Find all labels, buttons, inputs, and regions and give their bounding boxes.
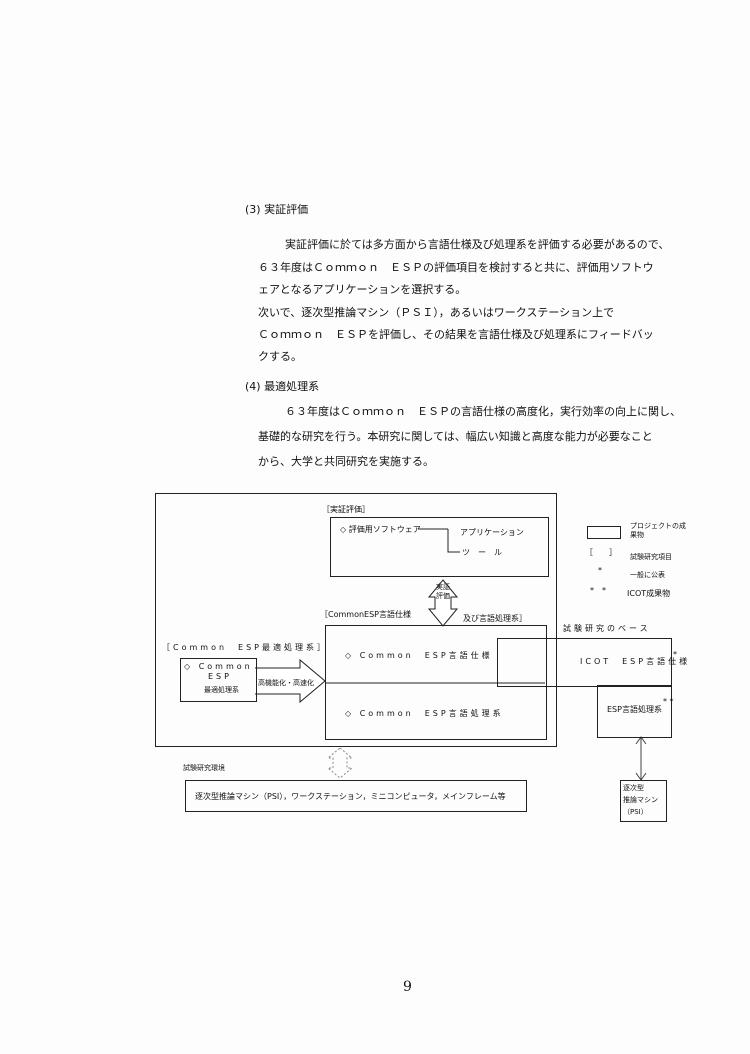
esp-proc: ESP言語処理系: [607, 705, 662, 714]
double-arrow-icon: [427, 579, 459, 627]
page-number: 9: [403, 979, 412, 995]
legend-text: 一般に公表: [630, 571, 665, 579]
env-label: 試験研究環境: [183, 764, 225, 772]
opt-box-line: ESP: [208, 672, 232, 681]
section3-heading: (3) 実証評価: [245, 203, 309, 216]
psi-line: 推論マシン: [623, 796, 658, 804]
env-box: [185, 780, 527, 812]
legend-text: ICOT成果物: [627, 589, 671, 598]
psi-box: [620, 780, 667, 822]
opt-box-line: 最適処理系: [204, 686, 239, 694]
psi-line: 逐次型: [623, 784, 644, 792]
icot-spec-box: [497, 638, 672, 687]
vertical-arrow-icon: [635, 736, 647, 781]
section3-line: クする。: [258, 350, 302, 363]
opt-label: ［Common ESP最適処理系］: [162, 643, 328, 652]
section3-line: 実証評価に於ては多方面から言語仕様及び処理系を評価する必要があるので、: [285, 238, 670, 251]
application: アプリケーション: [460, 528, 524, 537]
eval-box: [330, 517, 549, 577]
section4-line: 基礎的な研究を行う。本研究に関しては、幅広い知識と高度な能力が必要なこと: [258, 430, 653, 443]
lang-label-left: ［CommonESP言語仕様: [320, 610, 411, 619]
eval-software: ◇ 評価用ソフトウェア: [340, 525, 421, 534]
psi-line: （PSI）: [623, 808, 648, 816]
section3-line: 次いで、逐次型推論マシン（ＰＳＩ），あるいはワークステーション上で: [258, 306, 615, 319]
section3-line: Ｃｏｍｍｏｎ ＥＳＰを評価し、その結果を言語仕様及び処理系にフィードバッ: [258, 328, 654, 341]
section3-line: ェアとなるアプリケーションを選択する。: [258, 283, 467, 296]
eval-label: ［実証評価］: [322, 505, 370, 514]
esp-proc-mark: * *: [663, 697, 674, 706]
lang-spec: ◇ Common ESP言語仕様: [345, 651, 493, 660]
dotted-double-arrow-icon: [326, 747, 354, 779]
base-label: 試験研究のベース: [563, 624, 651, 633]
legend-symbol: ［ ］: [585, 548, 617, 557]
opt-box-line: ◇ Common: [184, 662, 253, 671]
icot-spec-mark: *: [673, 650, 677, 659]
esp-proc-box: [597, 685, 672, 738]
legend-text: プロジェクトの成果物: [630, 522, 686, 539]
section4-line: から、大学と共同研究を実施する。: [258, 455, 434, 468]
lang-label-right: 及び言語処理系］: [463, 614, 527, 623]
legend-symbol: *: [598, 566, 602, 575]
icot-spec: ICOT ESP言語仕様: [580, 657, 691, 666]
legend-symbol: * *: [590, 586, 606, 595]
section3-line: ６３年度はＣｏｍｍｏｎ ＥＳＰの評価項目を検討すると共に、評価用ソフトウ: [258, 261, 654, 274]
arrow-label: 実証評価: [436, 583, 450, 600]
lang-proc: ◇ Common ESP言語処理系: [345, 709, 504, 718]
section4-line: ６３年度はＣｏｍｍｏｎ ＥＳＰの言語仕様の高度化，実行効率の向上に関し、: [285, 405, 681, 418]
lang-box: [325, 625, 547, 740]
legend-box-symbol: [587, 526, 621, 539]
opt-box: [180, 658, 257, 702]
section4-heading: (4) 最適処理系: [245, 380, 320, 393]
env-box-text: 逐次型推論マシン（PSI），ワークステーション，ミニコンピュータ，メインフレーム…: [195, 792, 506, 801]
outer-frame: [155, 493, 557, 747]
legend-text: 試験研究項目: [630, 553, 672, 561]
tool: ツ ー ル: [462, 548, 502, 557]
opt-arrow-label: 高機能化・高速化: [258, 679, 314, 687]
